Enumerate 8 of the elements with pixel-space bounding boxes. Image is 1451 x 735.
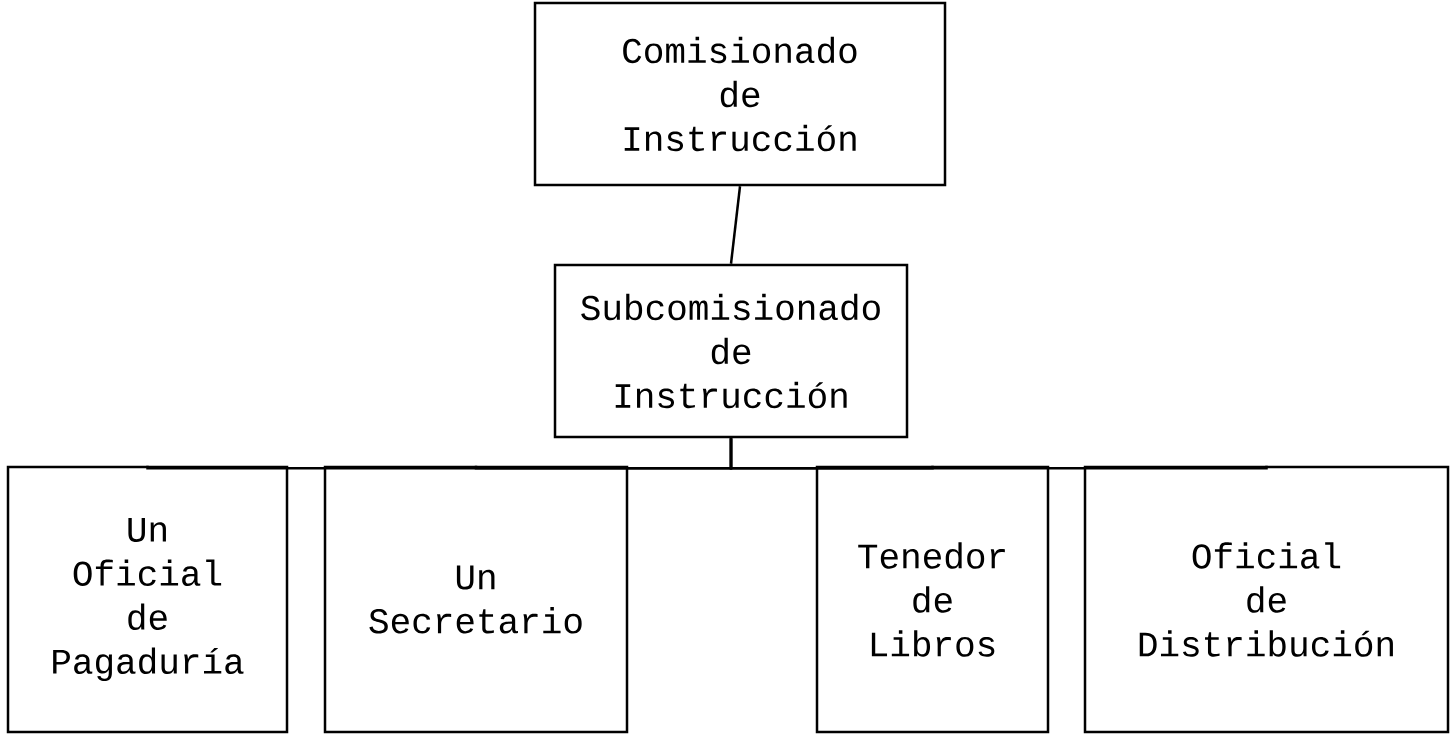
org-box: Un Secretario	[323, 465, 629, 734]
org-box: Un Oficial de Pagaduría	[6, 465, 289, 734]
connector-line	[729, 438, 1268, 470]
org-box: Oficial de Distribución	[1083, 465, 1450, 734]
org-box: Subcomisionado de Instrucción	[553, 263, 909, 439]
org-box: Tenedor de Libros	[815, 465, 1050, 734]
connector-line	[729, 186, 742, 264]
org-box: Comisionado de Instrucción	[533, 1, 947, 187]
